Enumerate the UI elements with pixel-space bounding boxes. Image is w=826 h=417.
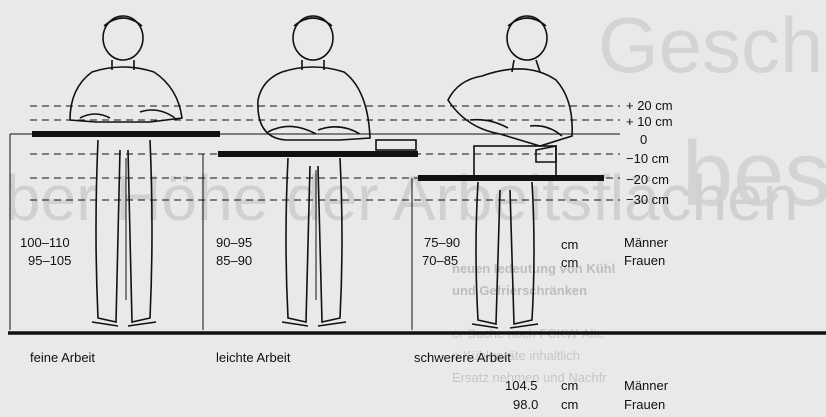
figure-fine-work [70,16,182,326]
legend-unit-women: cm [561,256,578,269]
body-height-women-value: 98.0 [513,398,538,411]
scale-mark-minus10: −10 cm [626,152,669,165]
worktop-fine [32,131,220,137]
figure-heavy-work [448,16,572,328]
scale-mark-zero: 0 [640,133,647,146]
caption-heavy-work: schwerere Arbeit [414,351,511,364]
worktop-heavy [418,175,604,181]
scale-mark-plus20: + 20 cm [626,99,673,112]
scale-mark-plus10: + 10 cm [626,115,673,128]
caption-fine-work: feine Arbeit [30,351,95,364]
legend-unit-men: cm [561,238,578,251]
body-height-men-label: Männer [624,379,668,392]
heavy-height-women: 70–85 [422,254,458,267]
worktop-light [218,151,418,157]
heavy-height-men: 75–90 [424,236,460,249]
fine-height-men: 100–110 [20,236,70,249]
scale-mark-minus20: −20 cm [626,173,669,186]
body-height-women-unit: cm [561,398,578,411]
figure-light-work [258,16,416,326]
scale-mark-minus30: −30 cm [626,193,669,206]
caption-light-work: leichte Arbeit [216,351,290,364]
body-height-men-value: 104.5 [505,379,538,392]
legend-men: Männer [624,236,668,249]
body-height-men-unit: cm [561,379,578,392]
legend-women: Frauen [624,254,665,267]
light-height-men: 90–95 [216,236,252,249]
body-height-women-label: Frauen [624,398,665,411]
light-height-women: 85–90 [216,254,252,267]
fine-height-women: 95–105 [28,254,71,267]
